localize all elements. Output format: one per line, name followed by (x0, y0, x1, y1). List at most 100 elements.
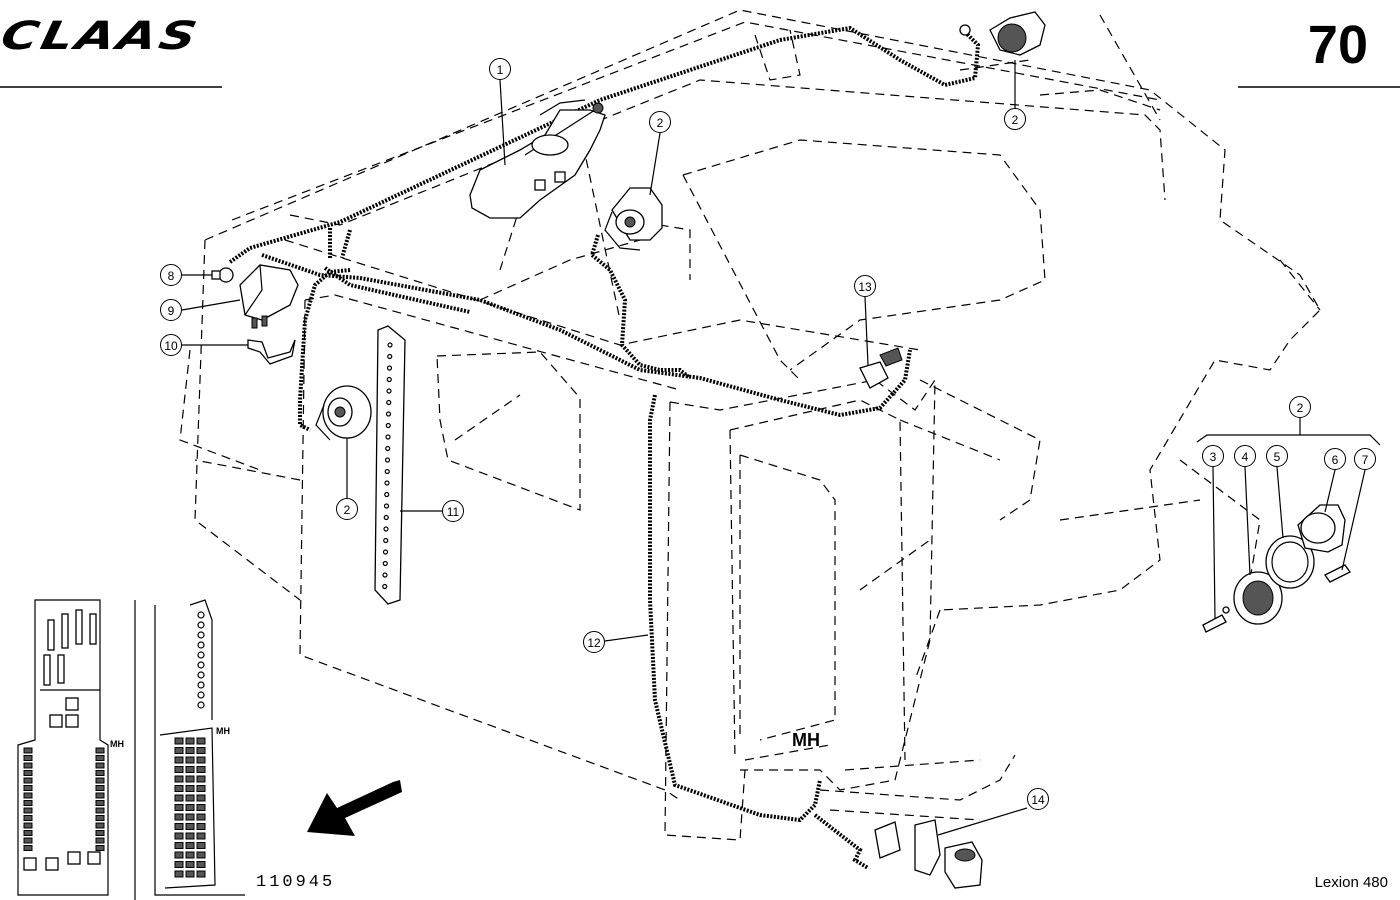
callout-4[interactable]: 4 (1234, 445, 1256, 467)
inset-fuse (95, 792, 105, 799)
strip-hole (386, 399, 392, 406)
callout-12[interactable]: 12 (583, 631, 605, 653)
strip-hole (382, 549, 389, 555)
strip-terminal (197, 621, 205, 629)
callout-8[interactable]: 8 (160, 264, 182, 286)
strip-terminal (197, 671, 205, 679)
inset-fuse (185, 813, 195, 821)
strip-terminal (197, 661, 205, 669)
inset-fuse (174, 775, 184, 783)
callout-2-top[interactable]: 2 (1004, 108, 1026, 130)
inset-fuse (196, 813, 206, 821)
inset-fuse (196, 861, 206, 868)
inset-fuse (196, 842, 206, 849)
inset-fuse (174, 832, 184, 840)
inset-fuse (185, 756, 195, 764)
inset-fuse (23, 762, 33, 769)
strip-hole (382, 560, 388, 567)
callout-7[interactable]: 7 (1354, 448, 1376, 470)
wiring-harness (228, 25, 981, 870)
inset-fuse (23, 755, 33, 761)
inset-fuse (196, 832, 206, 840)
inset-fuse (174, 851, 184, 859)
inset-fuse (185, 737, 195, 745)
inset-fuse (196, 851, 206, 859)
mh-label-inset-right: MH (216, 726, 230, 736)
inset-fuse (185, 823, 195, 830)
inset-fuse (95, 770, 105, 776)
strip-terminal (197, 631, 205, 639)
callout-5[interactable]: 5 (1266, 445, 1288, 467)
strip-hole (387, 342, 393, 348)
callout-10[interactable]: 10 (160, 334, 182, 356)
inset-fuse (185, 747, 195, 754)
inset-fuse (95, 807, 105, 814)
strip-terminal (197, 701, 205, 709)
inset-fuse (95, 747, 105, 754)
inset-fuse (185, 851, 195, 859)
inset-fuse (174, 870, 184, 878)
inset-fuse (174, 766, 184, 773)
direction-arrow (307, 780, 402, 836)
inset-fuse (23, 830, 33, 836)
callout-2-exploded[interactable]: 2 (1289, 396, 1311, 418)
callout-13[interactable]: 13 (854, 275, 876, 297)
inset-fuse (23, 770, 33, 776)
mh-label-main: MH (792, 730, 820, 750)
strip-hole (385, 422, 391, 429)
strip-hole (384, 480, 390, 486)
inset-fuse (196, 804, 206, 811)
callout-11[interactable]: 11 (442, 500, 464, 522)
callout-1[interactable]: 1 (489, 58, 511, 80)
inset-fuse (185, 785, 195, 792)
inset-fuse (23, 747, 33, 754)
strip-hole (383, 514, 389, 521)
callout-2-roof[interactable]: 2 (649, 111, 671, 133)
loudspeaker-left-pillar (315, 385, 372, 441)
callout-6[interactable]: 6 (1324, 448, 1346, 470)
inset-fuse (185, 794, 195, 802)
inset-fuse (23, 837, 33, 844)
inset-fuse (23, 800, 33, 806)
inset-fuse (185, 861, 195, 868)
strip-hole (382, 572, 388, 578)
callout-3[interactable]: 3 (1202, 445, 1224, 467)
strip-terminal (197, 611, 205, 619)
strip-hole (385, 411, 392, 417)
inset-fuse (196, 747, 206, 754)
inset-fuse (23, 792, 33, 799)
inset-fuse (95, 755, 105, 761)
cabin-outline (179, 9, 1321, 801)
strip-hole (383, 503, 390, 509)
callout-9[interactable]: 9 (160, 299, 182, 321)
inset-fuse (174, 804, 184, 811)
mh-label-inset-left: MH (110, 739, 124, 749)
inset-fuse (174, 785, 184, 792)
page-number: 70 (1307, 15, 1368, 75)
strip-hole (385, 434, 391, 440)
inset-fuse (174, 737, 184, 745)
strip-hole (386, 388, 392, 394)
inset-fuse (185, 842, 195, 849)
inset-fuse (95, 762, 105, 769)
strip-hole (386, 365, 393, 371)
strip-hole (386, 376, 392, 383)
inset-fuse (196, 870, 206, 878)
callout-14[interactable]: 14 (1027, 788, 1049, 810)
side-window (436, 351, 581, 511)
inset-fuse (174, 823, 184, 830)
inset-fuse (95, 800, 105, 806)
perforated-strip (374, 325, 406, 605)
inset-fuse (174, 756, 184, 764)
inset-fuse (185, 766, 195, 773)
inset-fuse (23, 785, 33, 791)
strip-terminal (197, 691, 205, 699)
strip-hole (387, 353, 393, 360)
callout-2-pillar[interactable]: 2 (336, 498, 358, 520)
model-name: Lexion 480 (1314, 874, 1388, 891)
strip-hole (385, 445, 391, 452)
inset-fuse (174, 794, 184, 802)
strip-hole (382, 583, 388, 590)
inset-fuse (23, 815, 33, 821)
